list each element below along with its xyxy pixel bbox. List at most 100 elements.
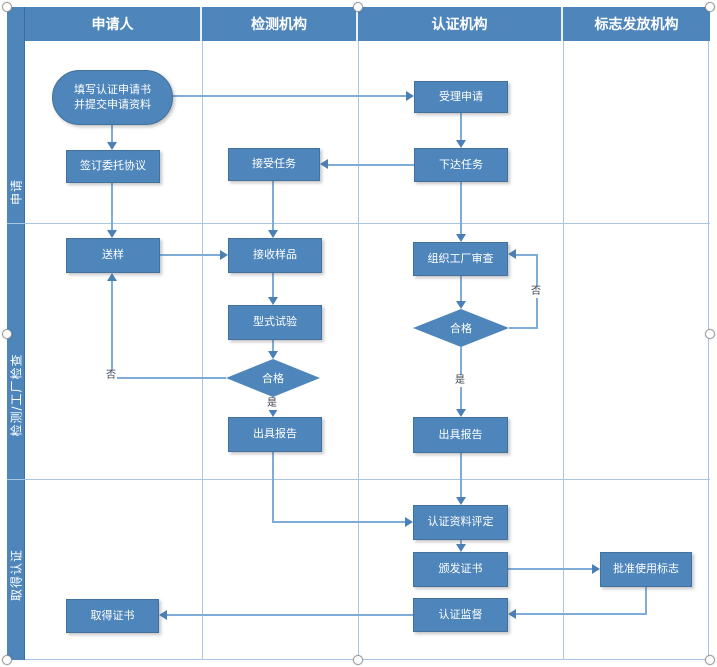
node-cert-data-assessment[interactable]: 认证资料评定 xyxy=(413,505,508,540)
arrowhead-icon xyxy=(456,409,466,417)
node-label: 取得证书 xyxy=(90,608,135,622)
node-issue-report-test[interactable]: 出具报告 xyxy=(228,417,322,452)
node-accept-application[interactable]: 受理申请 xyxy=(414,81,508,113)
phase-sidebar xyxy=(7,7,25,660)
connector-review-no-h2 xyxy=(516,254,538,256)
selection-handle-bottom-right[interactable] xyxy=(705,655,715,665)
node-obtain-certificate[interactable]: 取得证书 xyxy=(66,599,159,633)
arrowhead-icon xyxy=(268,230,278,238)
selection-handle-top-right[interactable] xyxy=(705,2,715,12)
node-label: 组织工厂审查 xyxy=(427,251,494,265)
arrowhead-icon xyxy=(220,250,228,260)
connector-fill-to-sign xyxy=(111,125,113,144)
node-label: 并提交申请资料 xyxy=(74,97,151,111)
node-label: 批准使用标志 xyxy=(613,562,679,576)
column-header-label: 申请人 xyxy=(91,17,134,33)
column-header-label: 检测机构 xyxy=(251,17,307,33)
connector-approvemark-to-supervision-v xyxy=(645,587,647,615)
connector-receivesample-to-typetest xyxy=(272,273,274,298)
arrowhead-icon xyxy=(107,273,117,281)
column-header-certification-agency: 认证机构 xyxy=(358,7,563,41)
node-send-sample[interactable]: 送样 xyxy=(66,238,160,273)
connector-typetest-to-qualified xyxy=(272,340,274,352)
node-approve-mark-use[interactable]: 批准使用标志 xyxy=(600,552,692,587)
node-label: 接收样品 xyxy=(253,248,297,262)
arrowhead-icon xyxy=(508,249,516,259)
arrowhead-icon xyxy=(107,142,117,150)
node-fill-application[interactable]: 填写认证申请书 并提交申请资料 xyxy=(52,70,173,125)
node-label: 合格 xyxy=(450,322,472,335)
column-header-applicant: 申请人 xyxy=(25,7,202,41)
node-label: 型式试验 xyxy=(253,315,297,329)
edge-label-yes: 是 xyxy=(454,375,466,387)
lane-label-obtain-certification: 取得认证 xyxy=(9,548,24,602)
node-issue-report-cert[interactable]: 出具报告 xyxy=(413,417,508,453)
node-label: 认证监督 xyxy=(438,607,483,621)
node-label: 合格 xyxy=(262,372,284,385)
selection-handle-top-center[interactable] xyxy=(353,2,363,12)
edge-label-yes: 是 xyxy=(266,398,278,410)
node-label: 颁发证书 xyxy=(438,562,483,576)
node-label: 送样 xyxy=(102,248,124,262)
connector-supervision-to-obtaincert xyxy=(167,614,413,616)
node-receive-sample[interactable]: 接收样品 xyxy=(228,238,322,273)
connector-approvemark-to-supervision-h xyxy=(516,613,647,615)
column-divider xyxy=(202,41,203,660)
connector-reporttest-to-assessment-h xyxy=(272,521,405,523)
connector-review-no-h1 xyxy=(509,327,538,329)
arrowhead-icon xyxy=(508,609,516,619)
column-header-label: 标志发放机构 xyxy=(594,17,679,33)
arrowhead-icon xyxy=(456,140,466,148)
arrowhead-icon xyxy=(320,159,328,169)
arrowhead-icon xyxy=(159,610,167,620)
arrowhead-icon xyxy=(268,409,278,417)
connector-test-no-h xyxy=(112,377,226,379)
selection-handle-bottom-center[interactable] xyxy=(353,655,363,665)
node-label: 签订委托协议 xyxy=(80,159,146,173)
selection-handle-middle-left[interactable] xyxy=(2,329,12,339)
connector-reportcert-to-assessment xyxy=(460,453,462,497)
node-type-test[interactable]: 型式试验 xyxy=(228,305,322,340)
node-label: 出具报告 xyxy=(438,427,483,441)
lane-divider xyxy=(7,223,710,224)
node-label: 下达任务 xyxy=(439,157,483,171)
node-assign-task[interactable]: 下达任务 xyxy=(414,148,508,182)
arrowhead-icon xyxy=(456,544,466,552)
node-accept-task[interactable]: 接受任务 xyxy=(228,148,320,181)
connector-reporttest-to-assessment-v xyxy=(272,452,274,522)
node-organize-factory-review[interactable]: 组织工厂审查 xyxy=(413,242,508,276)
connector-certificate-to-approvemark xyxy=(508,568,592,570)
arrowhead-icon xyxy=(268,297,278,305)
arrowhead-icon xyxy=(592,564,600,574)
node-issue-certificate[interactable]: 颁发证书 xyxy=(413,552,508,587)
connector-assign-to-factoryreview xyxy=(460,182,462,235)
edge-label-no: 否 xyxy=(530,286,542,298)
arrowhead-icon xyxy=(107,230,117,238)
edge-label-no: 否 xyxy=(105,370,117,382)
node-cert-supervision[interactable]: 认证监督 xyxy=(413,598,508,632)
connector-fill-to-accept xyxy=(173,95,407,97)
node-label: 认证资料评定 xyxy=(427,515,494,529)
lane-divider xyxy=(7,479,710,480)
selection-handle-middle-right[interactable] xyxy=(705,329,715,339)
node-label: 接受任务 xyxy=(252,157,296,171)
connector-assign-to-accepttask xyxy=(328,164,414,166)
column-header-testing-agency: 检测机构 xyxy=(202,7,358,41)
node-sign-agreement[interactable]: 签订委托协议 xyxy=(66,150,160,183)
node-label: 填写认证申请书 xyxy=(74,82,151,96)
column-header-mark-issuing-agency: 标志发放机构 xyxy=(563,7,710,41)
column-divider xyxy=(358,41,359,660)
selection-handle-bottom-left[interactable] xyxy=(2,655,12,665)
selection-handle-top-left[interactable] xyxy=(2,2,12,12)
column-header-label: 认证机构 xyxy=(431,17,488,33)
arrowhead-icon xyxy=(268,351,278,359)
connector-assessment-to-certificate xyxy=(460,540,462,545)
lane-label-testing-factory-inspection: 检测/工厂检查 xyxy=(9,353,24,437)
arrowhead-icon xyxy=(456,497,466,505)
arrowhead-icon xyxy=(456,301,466,309)
lane-label-application: 申请 xyxy=(9,178,24,206)
column-divider xyxy=(563,41,564,660)
node-label: 出具报告 xyxy=(253,427,297,441)
node-label: 受理申请 xyxy=(439,89,483,103)
